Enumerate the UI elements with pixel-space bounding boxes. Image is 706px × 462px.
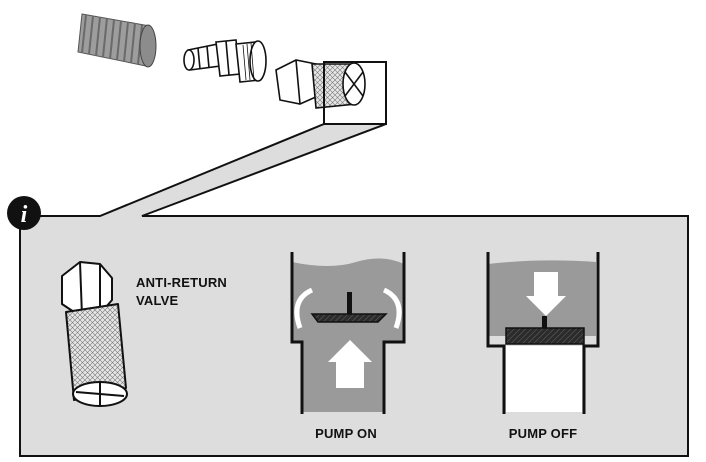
pump-on-label: PUMP ON <box>315 426 377 441</box>
pump-off-label: PUMP OFF <box>509 426 578 441</box>
hose-connector-icon <box>183 39 267 83</box>
pump-on-water <box>292 258 404 412</box>
info-glyph: i <box>21 202 28 228</box>
pump-off-housing <box>486 252 600 414</box>
pump-on-arrow <box>328 340 372 388</box>
check-valve-fitting-icon <box>275 59 366 109</box>
pump-off-empty-chamber <box>506 346 582 412</box>
info-icon <box>7 196 41 230</box>
pump-off-stem <box>542 316 547 328</box>
pump-on-diagram <box>290 252 406 414</box>
pump-on-housing <box>290 252 406 414</box>
pump-off-diagram <box>486 252 600 414</box>
valve-label-line-1: ANTI-RETURN <box>136 275 227 290</box>
pump-off-disc <box>505 327 585 345</box>
pump-on-stem <box>347 292 352 314</box>
valve-label-line-2: VALVE <box>136 293 179 308</box>
pump-off-arrow <box>526 272 566 316</box>
pump-on-disc <box>310 313 388 323</box>
anti-return-valve-icon <box>61 261 128 407</box>
info-badge: i <box>7 196 41 230</box>
corrugated-hose-icon <box>77 13 157 68</box>
